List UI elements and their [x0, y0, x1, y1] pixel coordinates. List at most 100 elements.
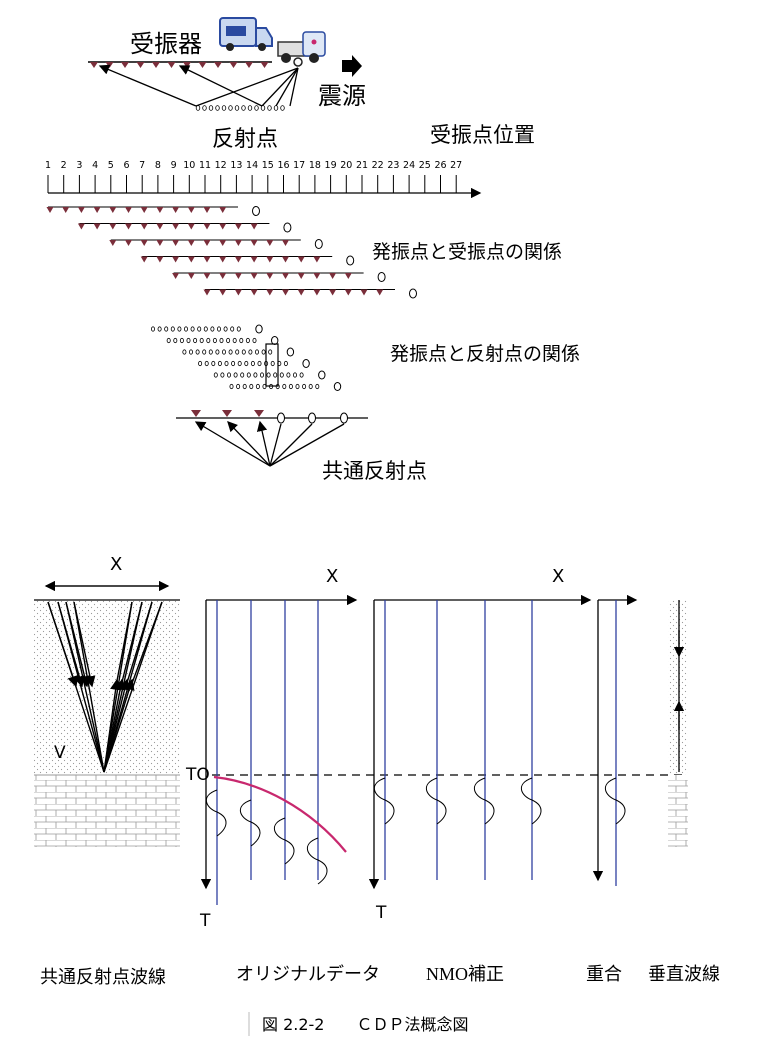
receiver-icon: [203, 289, 211, 296]
vertical-ray-panel: [668, 600, 688, 847]
reflection-dot: [230, 326, 235, 332]
receiver-icon: [344, 273, 352, 279]
recording-truck-icon: [219, 17, 273, 51]
receiver-icon: [46, 207, 54, 213]
original-data-panel: X T: [199, 566, 358, 931]
station-tick-label: 21: [356, 160, 368, 171]
receiver-icon: [152, 62, 160, 68]
reflection-dot: [248, 349, 253, 355]
reflection-dot: [241, 105, 246, 111]
receiver-icon: [234, 273, 242, 279]
reflection-dot: [179, 337, 184, 344]
reflection-dot: [279, 372, 284, 378]
receiver-icon: [234, 223, 242, 230]
receiver-icon: [250, 273, 258, 279]
reflection-dot: [268, 349, 273, 355]
time-t-label: T: [199, 911, 211, 931]
receiver-icon: [266, 273, 274, 279]
receiver-position-label: 受振点位置: [430, 123, 535, 147]
reflection-dot: [228, 349, 233, 355]
reflection-dot: [236, 326, 241, 332]
reflection-dot: [270, 360, 275, 367]
receiver-icon: [219, 289, 227, 296]
reflection-dot: [286, 372, 291, 378]
reflection-dot: [315, 383, 320, 390]
reflection-dot: [244, 360, 249, 367]
reflection-dot: [261, 349, 266, 355]
reflection-dot: [215, 349, 220, 355]
velocity-label: V: [54, 743, 66, 763]
shot-point-icon: [255, 324, 263, 334]
reflection-dot: [220, 372, 225, 378]
reflection-dot: [177, 326, 182, 332]
reflection-dot: [260, 105, 266, 111]
reflection-dot: [231, 360, 236, 367]
station-tick-label: 24: [403, 160, 415, 171]
receiver-icon: [344, 289, 352, 296]
receiver-icon: [187, 256, 195, 263]
receiver-icon: [93, 207, 101, 213]
receiver-icon: [187, 207, 195, 213]
receiver-icon: [125, 223, 132, 230]
receiver-icon: [172, 273, 180, 279]
reflection-dot: [164, 326, 169, 332]
reflection-dot: [221, 105, 227, 111]
shot-receiver-label: 発振点と受振点の関係: [372, 241, 562, 263]
nmo-panel: X T: [368, 566, 592, 923]
receiver-icon: [203, 240, 211, 246]
receiver-icon: [234, 256, 242, 263]
receiver-icon: [187, 223, 195, 230]
reflection-dot: [228, 105, 233, 111]
receiver-icon: [245, 62, 253, 68]
station-tick-label: 12: [215, 160, 227, 171]
reflection-dot: [250, 360, 255, 367]
reflection-dot: [240, 372, 245, 378]
reflection-dot: [257, 360, 262, 367]
source-arrow-icon: [342, 55, 362, 77]
receiver-icon: [250, 289, 258, 296]
reflection-dot: [259, 372, 264, 378]
receiver-label: 受振器: [130, 30, 202, 58]
receiver-icon: [156, 240, 164, 246]
receiver-icon: [313, 273, 321, 279]
reflection-dot: [229, 383, 234, 390]
station-tick-label: 10: [183, 160, 195, 171]
station-tick-label: 20: [340, 160, 352, 171]
station-tick-label: 19: [325, 160, 337, 171]
reflection-dot: [255, 383, 260, 390]
shot-point-icon: [346, 255, 355, 266]
station-tick-label: 25: [419, 160, 431, 171]
panel-label-stack: 重合: [586, 964, 622, 985]
reflection-dot: [280, 105, 285, 111]
reflection-points: [195, 105, 285, 111]
reflection-dot: [295, 383, 300, 390]
station-tick-label: 3: [76, 160, 82, 171]
reflection-dot: [246, 372, 251, 378]
reflection-dot: [186, 337, 191, 344]
reflection-dot: [236, 383, 241, 390]
reflection-dot: [204, 360, 209, 367]
reflection-dot: [203, 326, 208, 332]
receiver-icon: [172, 256, 180, 263]
station-tick-label: 15: [262, 160, 274, 171]
offset-x-label-2: X: [326, 566, 338, 587]
reflection-dot: [216, 326, 221, 332]
receiver-icon: [156, 223, 164, 230]
stack-panel: [592, 594, 638, 886]
station-tick-label: 1: [45, 160, 51, 171]
receiver-icon: [203, 207, 211, 213]
receiver-icon: [90, 62, 98, 68]
moveout-hyperbola: [213, 775, 347, 853]
receiver-icon: [219, 240, 227, 246]
reflection-dot: [266, 372, 271, 378]
receiver-icon: [183, 62, 191, 68]
reflection-dot: [254, 349, 259, 355]
receiver-icon: [282, 240, 289, 246]
reflection-dot: [210, 326, 215, 332]
t0-label: TO: [185, 765, 210, 785]
reflection-dot: [157, 326, 162, 332]
receiver-icon: [250, 240, 258, 246]
